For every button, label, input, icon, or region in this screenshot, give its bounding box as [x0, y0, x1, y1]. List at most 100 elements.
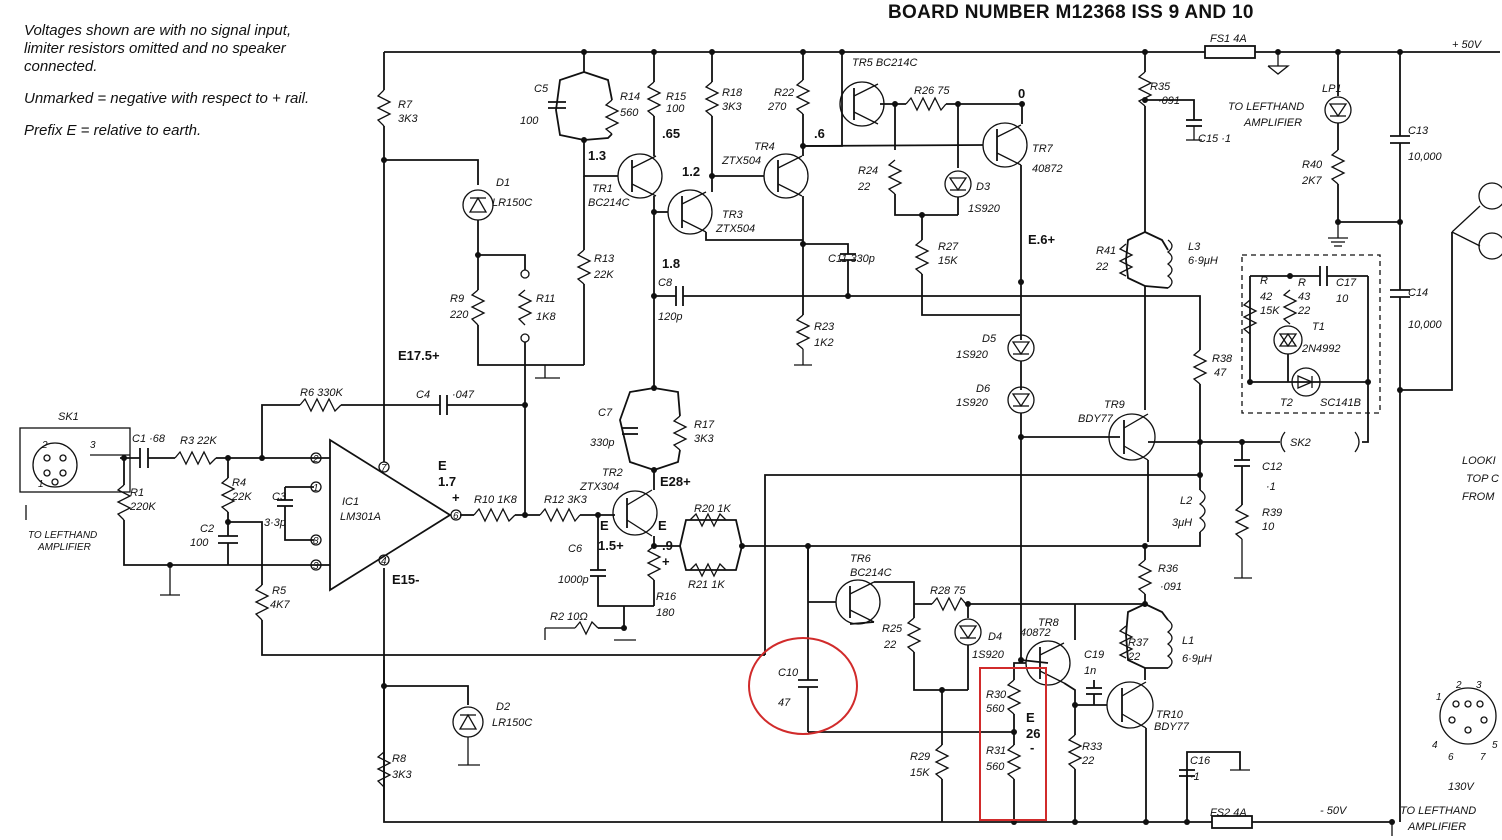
note-unmarked: Unmarked = negative with respect to + ra…: [24, 90, 310, 107]
c19-name: C19: [1084, 649, 1104, 661]
voltage-e9-value: .9: [662, 538, 673, 553]
r36-name: R36: [1158, 563, 1179, 575]
c4-value: ·047: [452, 389, 475, 401]
fuse-fs2-label: FS2 4A: [1210, 807, 1247, 819]
voltage-e17-value: 1.7: [438, 474, 456, 489]
r39-value: 10: [1262, 521, 1275, 533]
r12-label: R12 3K3: [544, 494, 588, 506]
tr9-type: BDY77: [1078, 413, 1114, 425]
r27-name: R27: [938, 241, 959, 253]
c10-highlight-circle: [748, 637, 858, 735]
r21-label: R21 1K: [688, 579, 725, 591]
ic1-name: IC1: [342, 496, 359, 508]
c13-value: 10,000: [1408, 151, 1443, 163]
fuse-fs1-label: FS1 4A: [1210, 33, 1247, 45]
d4-name: D4: [988, 631, 1002, 643]
r38-value: 47: [1214, 367, 1227, 379]
c5-value: 100: [520, 115, 539, 127]
c4-name: C4: [416, 389, 430, 401]
ic1-type: LM301A: [340, 511, 381, 523]
r33-value: 22: [1081, 755, 1094, 767]
c19-value: 1n: [1084, 665, 1096, 677]
c5-name: C5: [534, 83, 549, 95]
r7-value: 3K3: [398, 113, 418, 125]
l2-value: 3μH: [1172, 517, 1192, 529]
supply-section: TO LEFTHAND AMPLIFIER LP1 R40 2K7 C13 10…: [1228, 49, 1502, 836]
r4-value: 22K: [231, 491, 252, 503]
tr10-name: TR10: [1156, 709, 1184, 721]
voltage-18: 1.8: [662, 256, 680, 271]
top-note-1: TO LEFTHAND: [1228, 101, 1304, 113]
driver-stage: C5 100 R14 560 1.3 TR1 BC214C R13 22K R1…: [520, 49, 1201, 660]
din-pin-2: 2: [1455, 680, 1462, 691]
din-pin-5: 5: [1492, 740, 1498, 751]
bottom-note-1: TO LEFTHAND: [1400, 805, 1476, 817]
top-note-2: AMPLIFIER: [1243, 117, 1302, 129]
lp1-label: LP1: [1322, 83, 1342, 95]
d4-type: 1S920: [972, 649, 1005, 661]
sk1-pin-1: 1: [38, 479, 44, 490]
d2-name: D2: [496, 701, 510, 713]
din-pin-4: 4: [1432, 740, 1438, 751]
sk1-pin-3: 3: [90, 440, 96, 451]
t2-type: SC141B: [1320, 397, 1361, 409]
voltage-e17-prefix: E: [438, 458, 447, 473]
t1-name: T1: [1312, 321, 1325, 333]
r7-name: R7: [398, 99, 413, 111]
tr5-label: TR5 BC214C: [852, 57, 917, 69]
r29-name: R29: [910, 751, 930, 763]
l1-value: 6·9μH: [1182, 653, 1212, 665]
negative-rail-label: - 50V: [1320, 805, 1348, 817]
fuse-fs2: [1211, 815, 1253, 829]
notes-block: Voltages shown are with no signal input,…: [24, 22, 324, 154]
r13-name: R13: [594, 253, 615, 265]
r15-name: R15: [666, 91, 687, 103]
ic1-pin-8: 8: [313, 536, 319, 547]
tr2-type: ZTX304: [579, 481, 619, 493]
r17-value: 3K3: [694, 433, 714, 445]
r23-value: 1K2: [814, 337, 834, 349]
r30-value: 560: [986, 703, 1005, 715]
sk1-note-2: AMPLIFIER: [37, 542, 91, 553]
r22-value: 270: [767, 101, 787, 113]
r40-value: 2K7: [1301, 175, 1322, 187]
r23-name: R23: [814, 321, 835, 333]
voltage-e9-sign: +: [662, 554, 670, 569]
r24-name: R24: [858, 165, 878, 177]
r41-name: R41: [1096, 245, 1116, 257]
r25-value: 22: [883, 639, 896, 651]
r37-name: R37: [1128, 637, 1149, 649]
d1-name: D1: [496, 177, 510, 189]
c12-name: C12: [1262, 461, 1282, 473]
d6-type: 1S920: [956, 397, 989, 409]
voltage-e26-value: 26: [1026, 726, 1040, 741]
positive-rail-label: + 50V: [1452, 39, 1483, 51]
r36-value: ·091: [1160, 581, 1182, 593]
input-network: C1 ·68 R3 22K R1 220K R4 22K C2 100 R5 4…: [116, 387, 765, 656]
c16-value: ·1: [1190, 771, 1200, 783]
r27-value: 15K: [938, 255, 958, 267]
din-pin-3: 3: [1476, 680, 1482, 691]
r17-name: R17: [694, 419, 715, 431]
tr9-name: TR9: [1104, 399, 1125, 411]
page-title: BOARD NUMBER M12368 ISS 9 AND 10: [888, 2, 1254, 23]
d5-type: 1S920: [956, 349, 989, 361]
voltage-06: .6: [814, 126, 825, 141]
r14-name: R14: [620, 91, 640, 103]
tr1-name: TR1: [592, 183, 613, 195]
r18-value: 3K3: [722, 101, 742, 113]
right-note-2: TOP C: [1466, 473, 1499, 485]
r42-prefix: R: [1260, 275, 1268, 287]
r35-name: R35: [1150, 81, 1171, 93]
r30-name: R30: [986, 689, 1007, 701]
tr7-type: 40872: [1032, 163, 1063, 175]
voltage-12: 1.2: [682, 164, 700, 179]
din-label: 130V: [1448, 781, 1475, 793]
voltage-0: 0: [1018, 86, 1025, 101]
r16-name: R16: [656, 591, 677, 603]
din-pin-6: 6: [1448, 752, 1454, 763]
voltage-e26-prefix: E: [1026, 710, 1035, 725]
tr3-name: TR3: [722, 209, 744, 221]
r31-name: R31: [986, 745, 1006, 757]
r37-value: 22: [1127, 651, 1140, 663]
